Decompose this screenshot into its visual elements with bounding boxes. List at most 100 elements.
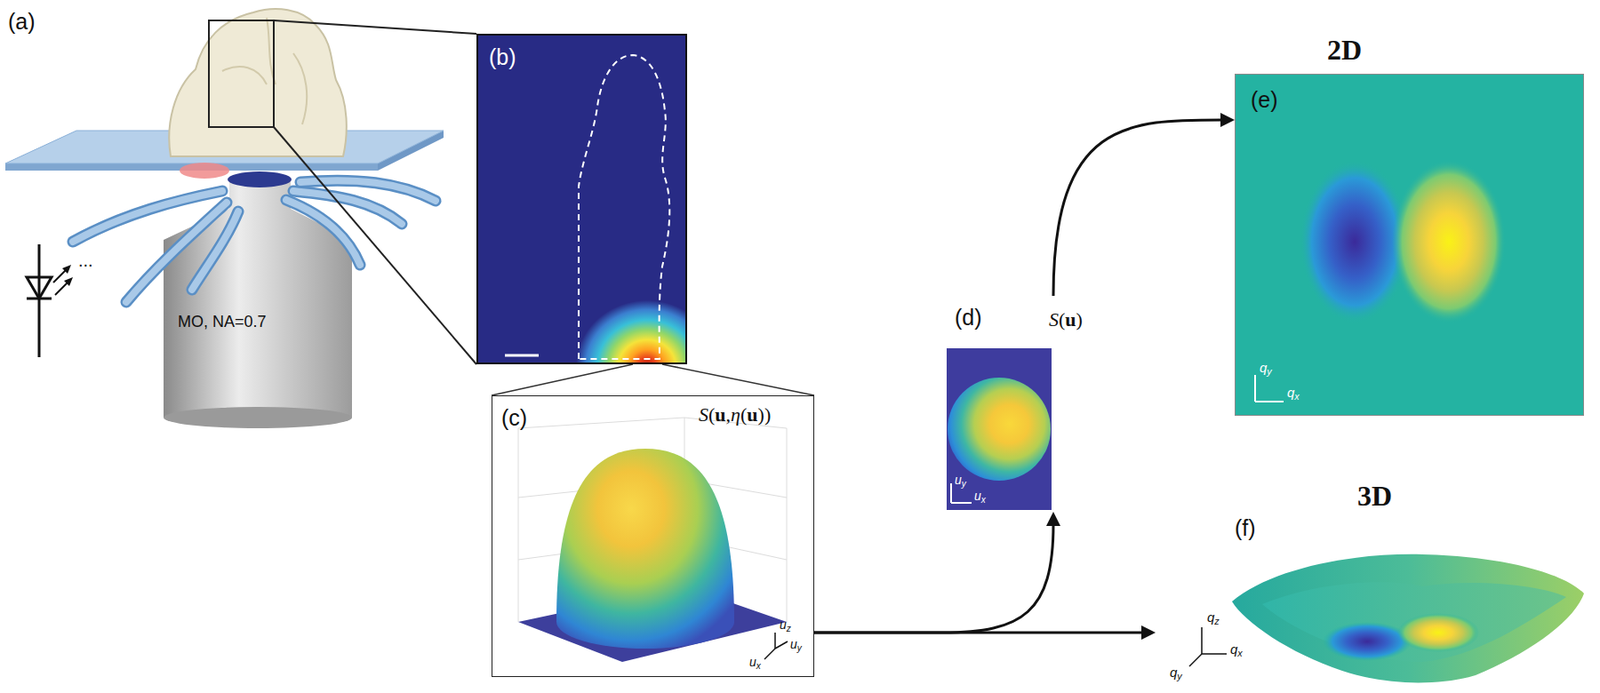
- grid-line: [518, 428, 520, 623]
- axis-subscript: y: [961, 479, 967, 489]
- fiber: [293, 191, 402, 224]
- math-symbol: S: [1048, 308, 1059, 331]
- math-symbol: (: [740, 403, 747, 426]
- emission-head: [64, 277, 73, 287]
- zoom-line: [273, 20, 477, 34]
- objective-label: MO, NA=0.7: [177, 312, 267, 332]
- fiber: [300, 180, 436, 201]
- math-symbol: ,: [726, 403, 732, 426]
- arrow-head: [1046, 512, 1061, 527]
- transfer-2d-panel: 2D(e)qyqx: [1234, 73, 1584, 416]
- flow-arrow: [814, 512, 1061, 633]
- photodiode-symbol: [26, 244, 70, 358]
- axis-line: [1254, 375, 1256, 402]
- axis-line: [1255, 400, 1284, 403]
- axis-subscript: x: [1237, 648, 1242, 659]
- axis-line: [774, 632, 776, 649]
- surface-panel: (c)S(u,η(u))uyuzux: [491, 395, 815, 678]
- math-symbol: S: [698, 403, 709, 426]
- transfer-3d-panel: 3D (f) qz qy qx: [1155, 480, 1592, 689]
- fiber: [300, 180, 436, 201]
- fiber: [192, 211, 239, 290]
- positive-lobe: [1397, 613, 1480, 653]
- axis-subscript: y: [1266, 366, 1272, 377]
- emission-head: [62, 264, 72, 274]
- flow-arrow: [814, 625, 1156, 640]
- axis-pair: [1255, 375, 1284, 402]
- diode-triangle: [26, 277, 52, 299]
- panel-heading: 2D: [1327, 33, 1362, 67]
- tissue-sample: [168, 8, 347, 157]
- panel-letter: (a): [8, 8, 36, 35]
- axis-triad: [1189, 627, 1227, 667]
- axis-line: [951, 502, 972, 504]
- axis-line: [1200, 627, 1203, 655]
- math-symbol: ): [764, 403, 771, 426]
- panel-letter: (d): [954, 304, 983, 331]
- math-symbol: u: [1064, 308, 1076, 331]
- zoom-line: [491, 364, 633, 396]
- axis-subscript: x: [1294, 391, 1299, 402]
- panel-letter: (b): [488, 44, 517, 71]
- axis-line: [1201, 653, 1227, 656]
- grid-line: [518, 417, 685, 429]
- arrow-head: [1220, 112, 1235, 128]
- function-label: S(u): [1048, 308, 1083, 331]
- diode-bar: [26, 297, 52, 301]
- math-symbol: (: [708, 403, 715, 426]
- flow-arrow: [1053, 112, 1235, 296]
- arrow-line: [814, 632, 1144, 635]
- ellipsis-mark: ...: [78, 250, 94, 272]
- axis-label: uy: [790, 637, 802, 652]
- positive-lobe: [1392, 160, 1506, 324]
- axis-subscript: y: [1176, 671, 1182, 682]
- axis-subscript: z: [786, 624, 792, 634]
- saddle-surface: [1232, 554, 1584, 684]
- projection-disk: [947, 377, 1051, 481]
- transfer-ground: [1234, 73, 1584, 416]
- sample-fold: [222, 17, 307, 125]
- axis-label: ux: [974, 488, 986, 504]
- intensity-spot: [576, 300, 688, 365]
- panel-letter: (c): [501, 405, 528, 432]
- math-symbol: u: [714, 403, 726, 426]
- axis-label: uz: [779, 617, 792, 632]
- heatmap-panel: (b): [476, 33, 688, 365]
- hemisphere-surface: [556, 448, 735, 649]
- fiber: [286, 200, 360, 265]
- fiber: [293, 191, 402, 224]
- axis-label: uy: [954, 472, 967, 488]
- panel-letter: (f): [1234, 515, 1256, 542]
- focal-spot: [179, 162, 230, 179]
- saddle-inner: [1262, 582, 1567, 663]
- grid-line: [786, 428, 788, 623]
- axis-label: qz: [1207, 609, 1220, 625]
- fiber: [286, 200, 360, 265]
- axis-label: qx: [1287, 384, 1300, 400]
- function-label: S(u,η(u)): [698, 403, 771, 426]
- axis-subscript: x: [981, 495, 986, 505]
- axis-label: qy: [1169, 664, 1183, 680]
- axis-line: [764, 648, 776, 660]
- sample-outline: [578, 55, 670, 360]
- zoom-line: [662, 364, 815, 396]
- objective-base: [163, 407, 352, 429]
- math-symbol: u: [746, 403, 758, 426]
- panel-heading: 3D: [1357, 480, 1392, 513]
- math-symbol: ): [758, 403, 765, 426]
- zoom-frame: [208, 20, 274, 128]
- axis-line: [1189, 654, 1202, 667]
- panel-letter: (e): [1250, 87, 1279, 113]
- axis-subscript: z: [1214, 616, 1219, 627]
- scale-bar: [504, 354, 539, 358]
- axis-label: qy: [1259, 360, 1272, 376]
- objective-lens: [227, 171, 292, 188]
- arrow-line: [814, 524, 1054, 633]
- axis-label: qx: [1230, 641, 1243, 657]
- arrow-head: [1141, 625, 1156, 640]
- axis-subscript: x: [756, 661, 761, 672]
- negative-lobe: [1322, 622, 1412, 662]
